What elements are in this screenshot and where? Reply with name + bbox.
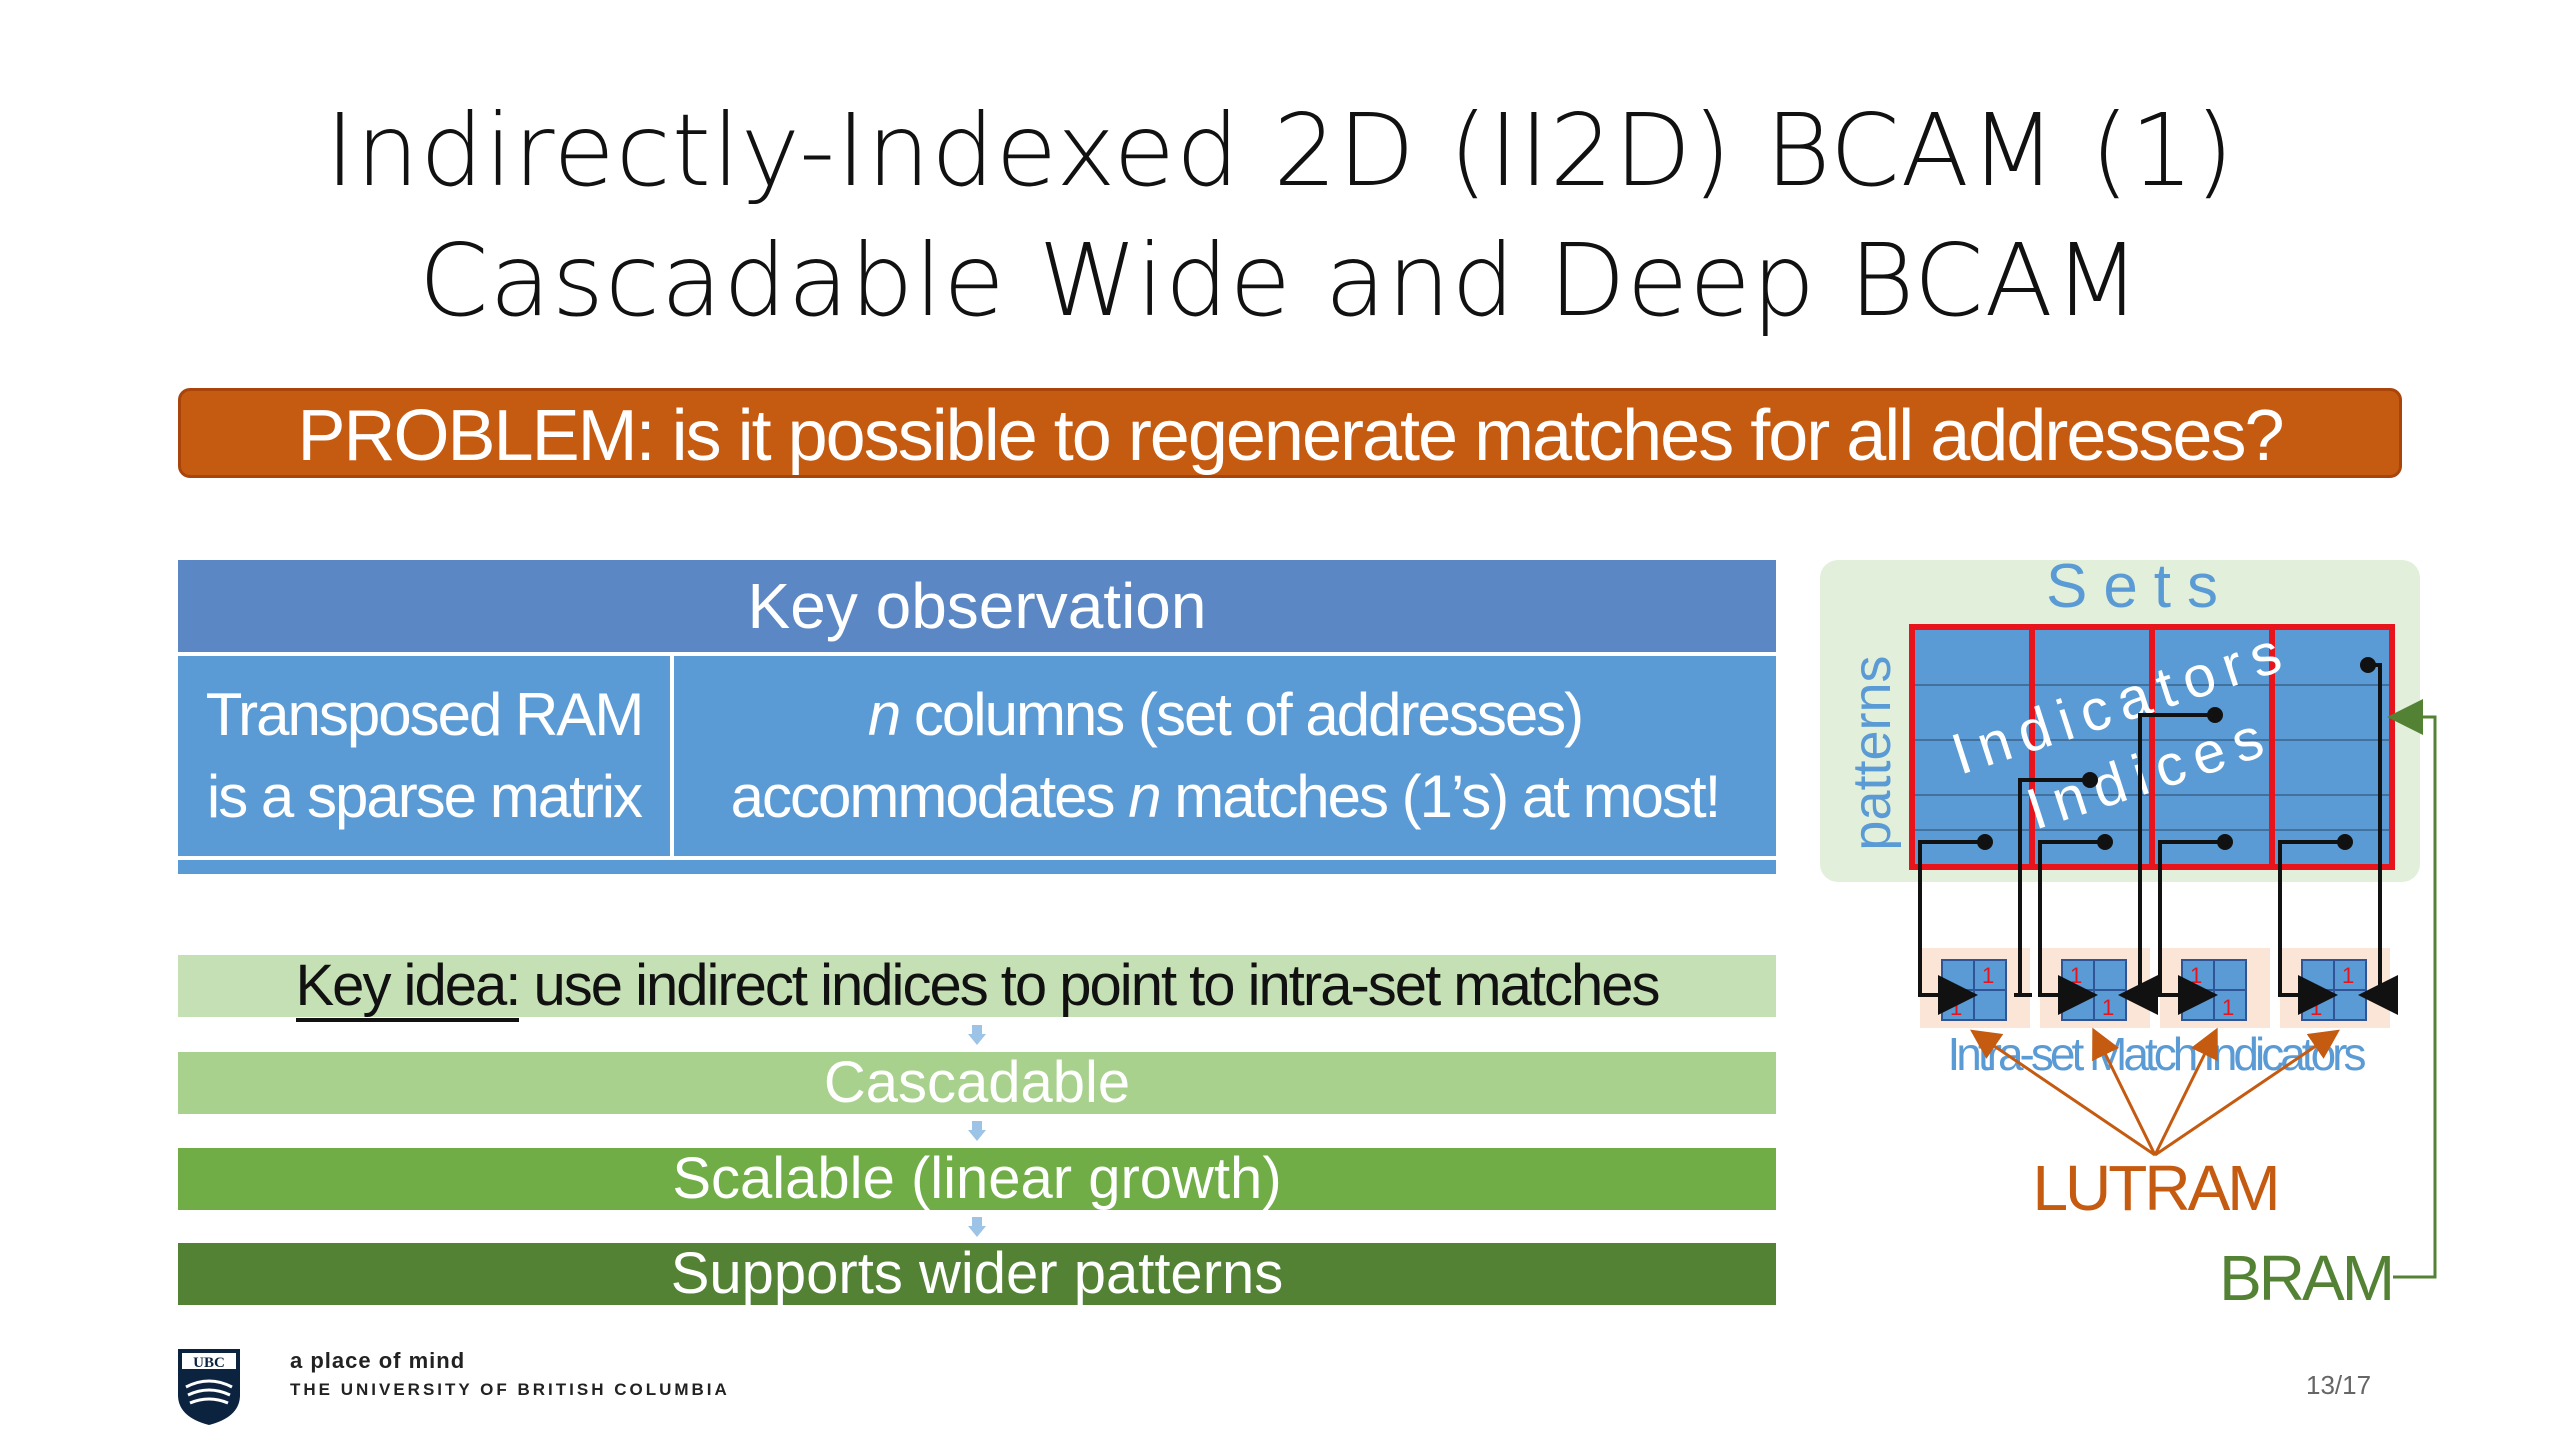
svg-text:1: 1 xyxy=(2342,963,2354,988)
down-arrow-icon xyxy=(968,1217,986,1237)
match-indicator-4: 1 1 xyxy=(2280,948,2390,1028)
key-idea-label: Key idea: xyxy=(295,953,521,1022)
n-variable: n xyxy=(867,681,901,748)
cascadable-bar: Cascadable xyxy=(178,1052,1776,1114)
patterns-label: patterns xyxy=(1842,655,1902,850)
svg-text:1: 1 xyxy=(2222,995,2234,1020)
lutram-arrows xyxy=(1970,1027,2340,1157)
bram-arrow xyxy=(2387,699,2437,1279)
svg-text:1: 1 xyxy=(1982,963,1994,988)
svg-text:1: 1 xyxy=(2310,995,2322,1020)
svg-text:1: 1 xyxy=(1950,995,1962,1020)
down-arrow-icon xyxy=(968,1025,986,1045)
svg-text:1: 1 xyxy=(2102,995,2114,1020)
intra-set-match-indicators-label: Intra-set Match Indicators xyxy=(1948,1028,2366,1080)
footer-tagline: a place of mind xyxy=(290,1348,466,1373)
observation-header: Key observation xyxy=(178,560,1776,652)
n-variable: n xyxy=(1128,763,1161,830)
observation-table: Key observation Transposed RAM is a spar… xyxy=(178,560,1776,874)
observation-right-line2-pre: accommodates xyxy=(730,763,1129,830)
svg-text:1: 1 xyxy=(2070,963,2082,988)
problem-banner: PROBLEM: is it possible to regenerate ma… xyxy=(178,388,2402,478)
bram-label: BRAM xyxy=(2219,1242,2392,1314)
index-pointers xyxy=(1918,657,2398,1015)
observation-right-cell: n columns (set of addresses) accommodate… xyxy=(674,656,1776,856)
observation-right-line1-text: columns (set of addresses) xyxy=(899,681,1584,748)
observation-right-line2: accommodates n matches (1’s) at most! xyxy=(674,756,1776,838)
svg-text:UBC: UBC xyxy=(193,1355,225,1371)
ubc-logo: UBC xyxy=(178,1349,240,1425)
observation-left-line1: Transposed RAM xyxy=(205,681,645,748)
key-idea-text: use indirect indices to point to intra-s… xyxy=(519,953,1660,1018)
observation-right-line1: n columns (set of addresses) xyxy=(674,674,1776,756)
observation-right-line2-text: matches (1’s) at most! xyxy=(1159,763,1721,830)
sets-label: Sets xyxy=(2046,555,2234,621)
match-indicator-3: 1 1 xyxy=(2160,948,2270,1028)
lutram-label: LUTRAM xyxy=(2032,1152,2277,1224)
page-number: 13/17 xyxy=(2306,1370,2372,1400)
ii2d-bcam-diagram: Sets patterns Indicators Indices xyxy=(1820,555,2437,1314)
key-idea-bar: Key idea: use indirect indices to point … xyxy=(178,953,1776,1022)
set-column-1 xyxy=(1909,624,2035,870)
svg-text:1: 1 xyxy=(2190,963,2202,988)
scalable-bar: Scalable (linear growth) xyxy=(178,1148,1776,1210)
wider-patterns-bar: Supports wider patterns xyxy=(178,1243,1776,1305)
observation-footer-strip xyxy=(178,860,1776,874)
set-column-3 xyxy=(2149,624,2275,870)
footer-university: THE UNIVERSITY OF BRITISH COLUMBIA xyxy=(290,1380,730,1399)
slide-title-line2: Cascadable Wide and Deep BCAM xyxy=(418,222,2142,339)
observation-left-cell: Transposed RAM is a sparse matrix xyxy=(178,656,670,856)
match-indicator-1: 1 1 xyxy=(1920,948,2030,1028)
down-arrow-icon xyxy=(968,1121,986,1141)
slide-title-line1: Indirectly-Indexed 2D (II2D) BCAM (1) xyxy=(325,92,2235,209)
observation-left-line2: is a sparse matrix xyxy=(206,763,643,830)
match-indicator-2: 1 1 xyxy=(2040,948,2150,1028)
